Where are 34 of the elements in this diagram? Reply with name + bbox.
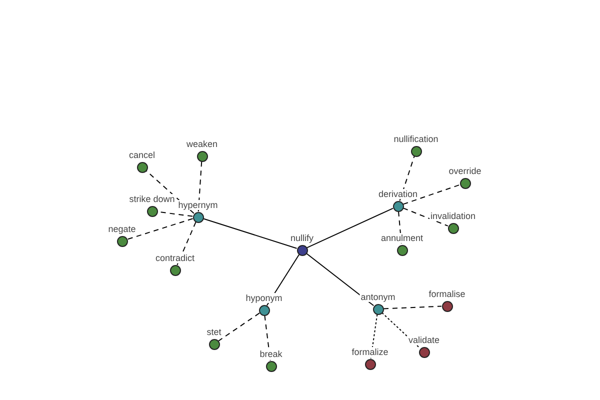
- node-label: cancel: [128, 150, 156, 160]
- node-label: antonym: [360, 292, 396, 302]
- connector-line: [306, 208, 394, 248]
- node-label: hypernym: [177, 200, 219, 210]
- node-label: break: [258, 348, 284, 358]
- node-label: derivation: [377, 188, 419, 198]
- connector-line: [382, 312, 420, 349]
- connector-line: [402, 208, 448, 226]
- connector-line: [176, 222, 196, 266]
- connector-line: [398, 210, 402, 246]
- connector-line: [264, 314, 271, 362]
- connector-line: [383, 306, 442, 310]
- connector-line: [198, 161, 202, 212]
- node-label: formalise: [428, 288, 466, 298]
- node-label: formalize: [350, 346, 390, 356]
- connector-line: [202, 218, 298, 249]
- node-label: strike down: [128, 194, 176, 204]
- node-label: weaken: [185, 138, 219, 148]
- node-label: contradict: [154, 252, 196, 262]
- connector-line: [402, 184, 460, 205]
- node-label: hyponym: [244, 292, 284, 302]
- connector-line: [218, 312, 260, 342]
- connector-line: [370, 314, 378, 360]
- node-label: annulment: [380, 232, 424, 242]
- node-label: override: [448, 166, 482, 176]
- node-label: validate: [407, 334, 441, 344]
- connector-line: [399, 156, 415, 202]
- connector-line: [126, 218, 194, 240]
- node-label: nullify: [290, 232, 314, 242]
- node-label: nullification: [392, 134, 440, 144]
- node-label: negate: [107, 224, 137, 234]
- node-label: invalidation: [429, 210, 477, 220]
- connector-line: [306, 252, 374, 306]
- node-label: stet: [206, 326, 222, 336]
